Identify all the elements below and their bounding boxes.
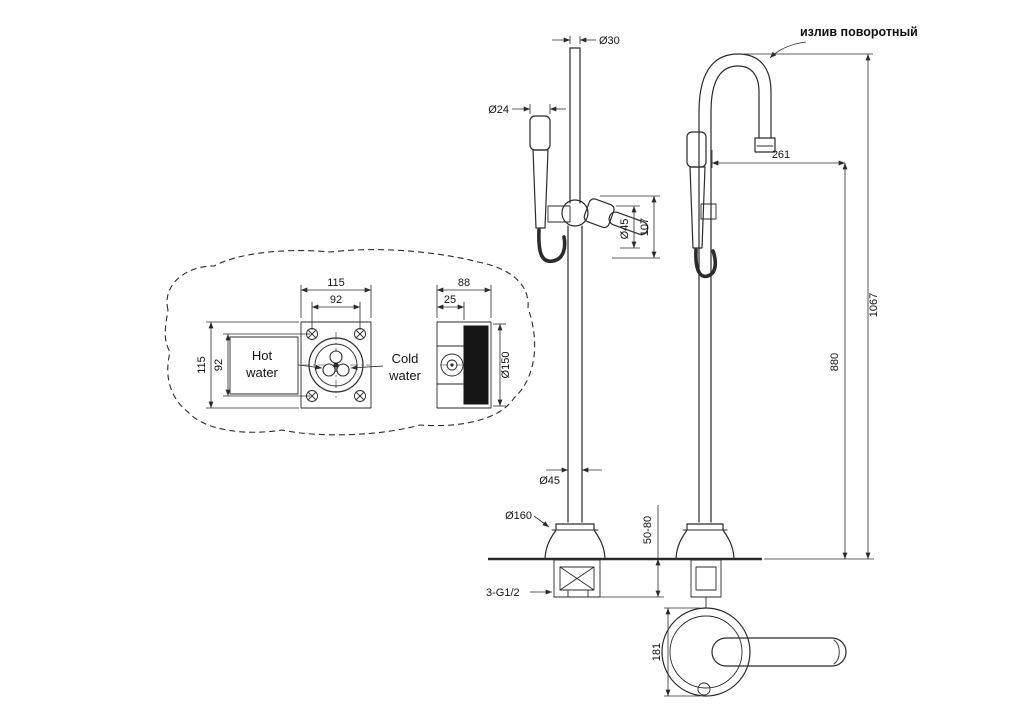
dim-880-label: 880 bbox=[829, 353, 841, 371]
dim-261-label: 261 bbox=[772, 149, 790, 161]
base-front bbox=[544, 523, 606, 559]
dim-box-outer-width: 115 bbox=[327, 277, 345, 289]
dim-d24-label: Ø24 bbox=[488, 104, 509, 116]
dim-d45-riser-label: Ø45 bbox=[539, 475, 560, 487]
thread-callout: 3-G1/2 bbox=[486, 587, 553, 599]
dim-box-inner-depth: 25 bbox=[444, 294, 456, 306]
dim-cartridge: Ø45 107 bbox=[600, 195, 660, 259]
box-width-dimensions: 115 92 bbox=[300, 277, 372, 330]
dim-spout-reach: 261 bbox=[711, 149, 846, 168]
swivel-spout bbox=[698, 53, 776, 153]
dim-1067-label: 1067 bbox=[868, 293, 880, 317]
dim-box-outer-height: 115 bbox=[196, 356, 208, 374]
thread-label: 3-G1/2 bbox=[486, 587, 520, 599]
dim-181-label: 181 bbox=[651, 643, 663, 661]
dim-d30-label: Ø30 bbox=[599, 35, 620, 47]
dim-box-depth: 88 bbox=[458, 277, 470, 289]
dim-handle-length: 181 bbox=[651, 607, 700, 697]
cold-water-callout: Cold water bbox=[350, 351, 422, 383]
underfloor-box-front bbox=[553, 559, 601, 598]
cold-water-label-line2: water bbox=[388, 368, 421, 383]
mixer-tee bbox=[561, 198, 649, 236]
dim-plate-diameter: Ø150 bbox=[500, 352, 512, 379]
hand-shower-front bbox=[529, 115, 571, 264]
hot-water-callout: Hot water bbox=[229, 336, 323, 395]
hot-water-label-line1: Hot bbox=[252, 348, 273, 363]
dim-floor-depth: 50-80 bbox=[600, 505, 664, 598]
mounting-box-side: 88 25 Ø150 bbox=[436, 277, 512, 409]
installation-detail: 115 92 115 92 Hot water Cold water bbox=[164, 249, 536, 436]
dim-box-inner-width: 92 bbox=[330, 294, 342, 306]
spout-label: излив поворотный bbox=[800, 25, 918, 39]
cartridge-ports bbox=[322, 350, 350, 377]
mounting-box-front bbox=[300, 321, 372, 409]
dim-total-height: 1067 bbox=[744, 53, 880, 560]
underfloor-box-side bbox=[690, 559, 722, 609]
box-height-dimensions: 115 92 bbox=[196, 321, 310, 409]
hot-water-label-line2: water bbox=[245, 365, 278, 380]
hand-shower-side bbox=[686, 131, 718, 279]
dim-top-diameter: Ø30 bbox=[552, 35, 620, 47]
detail-boundary-dashed bbox=[164, 249, 536, 436]
base-side bbox=[675, 523, 735, 559]
dim-base-diameter: Ø160 bbox=[505, 510, 550, 528]
dim-50-80-label: 50-80 bbox=[642, 516, 654, 544]
dim-spout-height: 880 bbox=[829, 162, 848, 560]
dim-box-inner-height: 92 bbox=[213, 359, 225, 371]
dim-d160-label: Ø160 bbox=[505, 510, 532, 522]
side-view: излив поворотный 261 880 1067 bbox=[675, 25, 918, 609]
bottom-view: 181 bbox=[651, 607, 847, 697]
spout-annotation: излив поворотный bbox=[769, 25, 918, 59]
cold-water-label-line1: Cold bbox=[392, 351, 419, 366]
front-view: Ø30 Ø24 Ø45 bbox=[486, 35, 664, 599]
dim-handshower-diameter: Ø24 bbox=[488, 104, 566, 116]
dim-107-label: 107 bbox=[639, 218, 651, 236]
dim-d45-cartridge-label: Ø45 bbox=[619, 219, 631, 240]
dim-riser-diameter: Ø45 bbox=[539, 467, 602, 487]
